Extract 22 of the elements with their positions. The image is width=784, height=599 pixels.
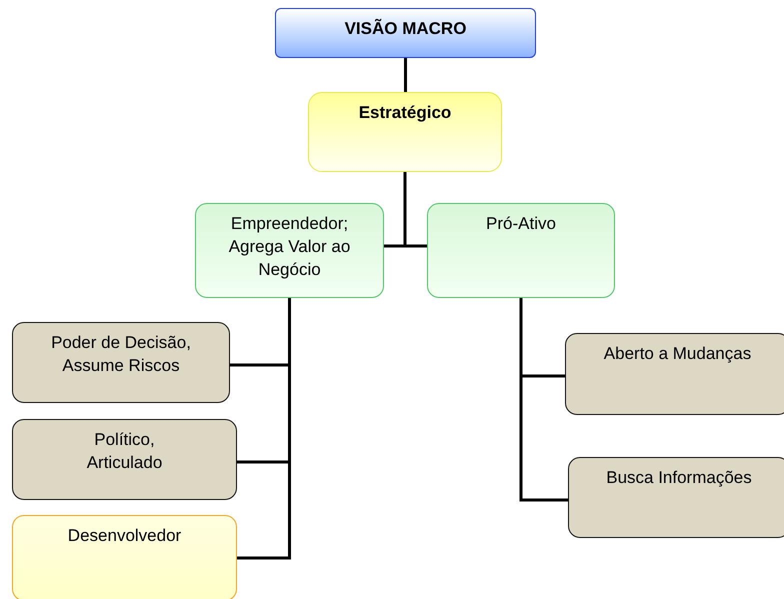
connector-line — [404, 58, 407, 92]
node-label: Estratégico — [358, 102, 452, 124]
connector-line — [237, 298, 291, 560]
process-box — [308, 92, 502, 172]
node-label: Pró-Ativo — [486, 213, 556, 235]
process-box — [275, 8, 536, 58]
process-box — [427, 203, 615, 298]
node-label: Desenvolvedor — [68, 525, 182, 547]
connector-line — [404, 172, 427, 248]
node-label: Empreendedor; Agrega Valor ao Negócio — [228, 213, 352, 281]
process-box — [12, 515, 237, 599]
process-box — [565, 333, 784, 415]
node-label: Busca Informações — [606, 467, 752, 489]
node-label: Poder de Decisão, Assume Riscos — [50, 332, 192, 377]
process-box — [12, 419, 237, 500]
process-box — [12, 322, 230, 403]
process-box — [568, 457, 784, 538]
connector-line — [520, 298, 568, 502]
process-box — [195, 203, 384, 298]
node-label: VISÃO MACRO — [344, 18, 466, 40]
node-label: Político, Articulado — [86, 429, 164, 474]
node-label: Aberto a Mudanças — [604, 343, 752, 365]
